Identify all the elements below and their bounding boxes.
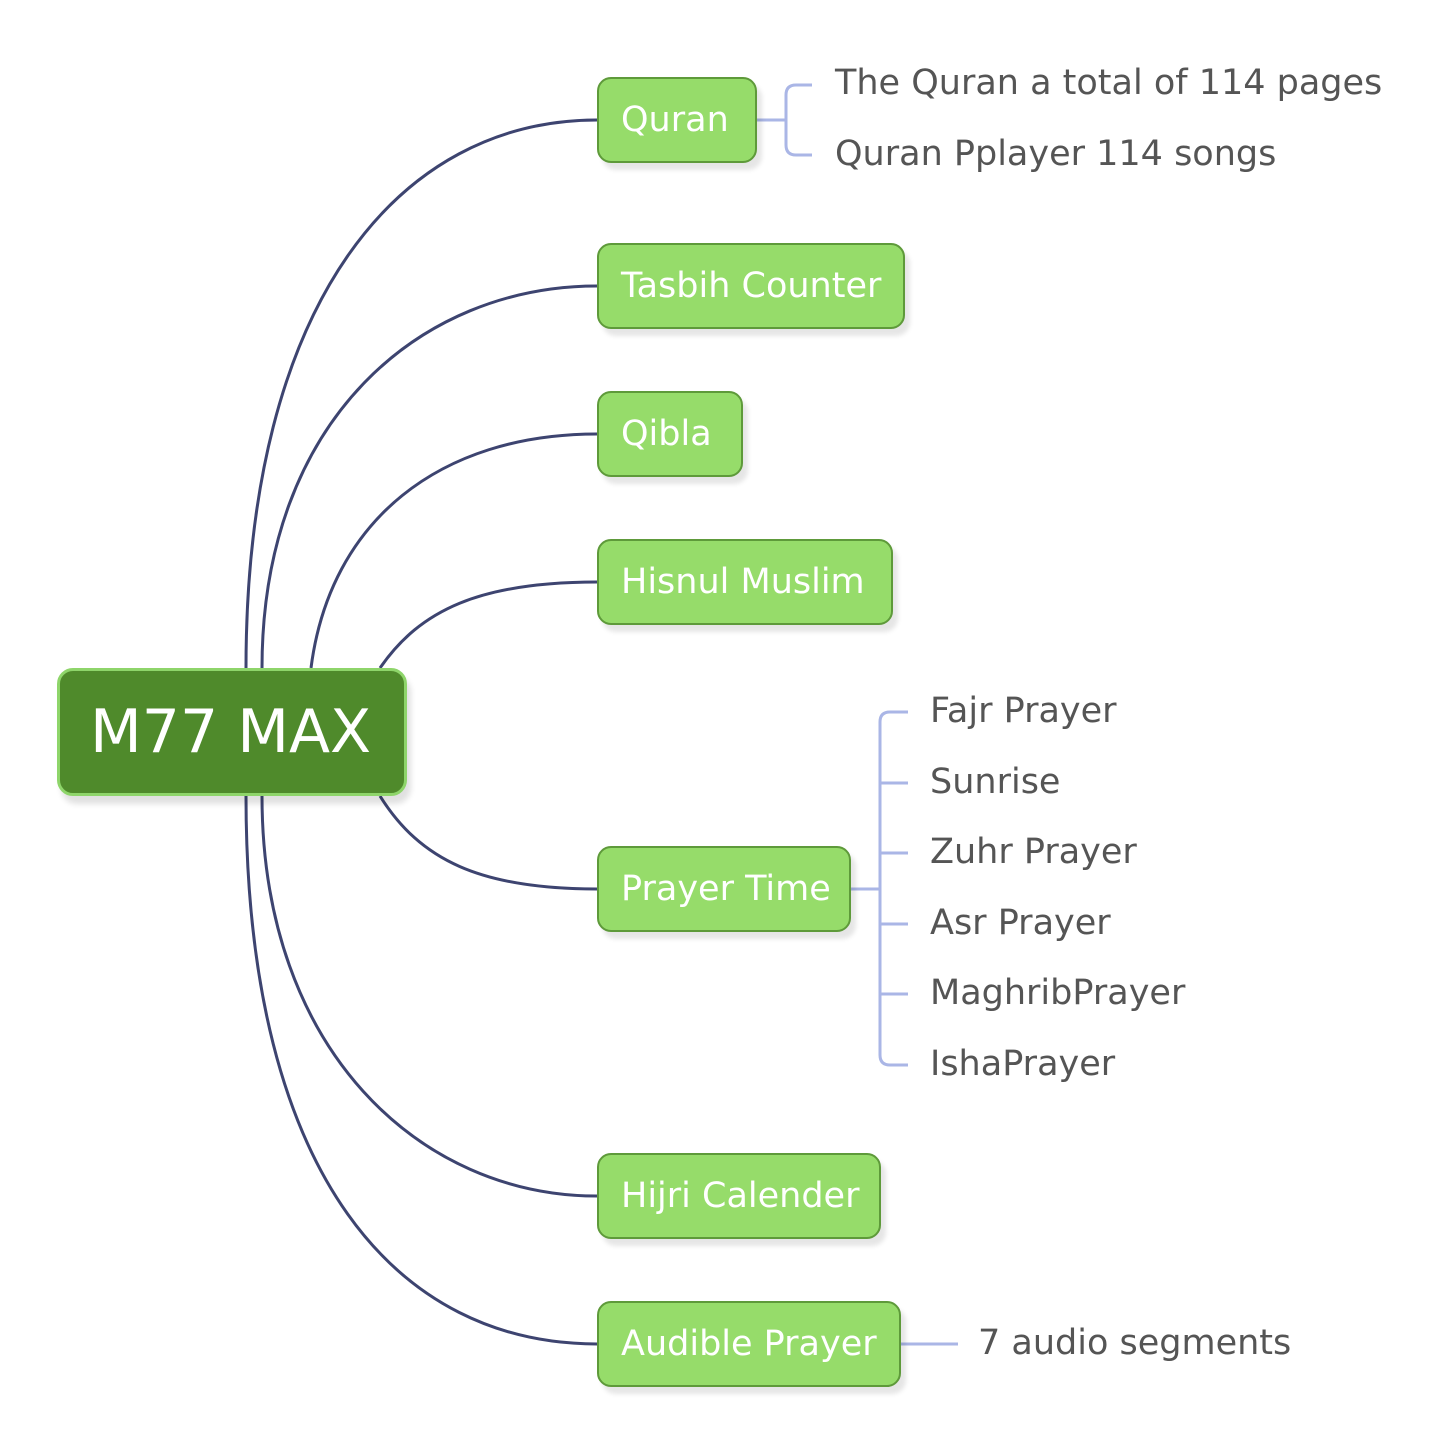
leaf-zuhr-prayer: Zuhr Prayer bbox=[930, 832, 1137, 872]
node-qibla[interactable]: Qibla bbox=[597, 391, 743, 477]
leaf-asr-prayer: Asr Prayer bbox=[930, 903, 1111, 943]
bracket-prayer-time bbox=[851, 710, 908, 1067]
node-hijri-calender[interactable]: Hijri Calender bbox=[597, 1153, 881, 1239]
node-tasbih-counter[interactable]: Tasbih Counter bbox=[597, 243, 905, 329]
root-node[interactable]: M77 MAX bbox=[57, 668, 407, 796]
link-qibla bbox=[309, 432, 598, 669]
leaf-sunrise: Sunrise bbox=[930, 762, 1061, 802]
leaf-isha-prayer: IshaPrayer bbox=[930, 1044, 1116, 1084]
node-audible-prayer[interactable]: Audible Prayer bbox=[597, 1301, 901, 1387]
link-hijri-calender bbox=[260, 795, 598, 1198]
leaf-audio-segments: 7 audio segments bbox=[978, 1323, 1292, 1363]
link-hisnul-muslim bbox=[378, 580, 598, 669]
link-prayer-time bbox=[378, 795, 598, 891]
leaf-maghrib-prayer: MaghribPrayer bbox=[930, 973, 1186, 1013]
node-quran[interactable]: Quran bbox=[597, 77, 757, 163]
leaf-quran-player: Quran Pplayer 114 songs bbox=[835, 134, 1277, 174]
bracket-quran bbox=[757, 83, 812, 157]
node-hisnul-muslim[interactable]: Hisnul Muslim bbox=[597, 539, 893, 625]
node-prayer-time[interactable]: Prayer Time bbox=[597, 846, 851, 932]
link-quran bbox=[244, 118, 598, 669]
leaf-fajr-prayer: Fajr Prayer bbox=[930, 691, 1117, 731]
link-tasbih-counter bbox=[260, 284, 598, 669]
link-audible-prayer bbox=[244, 795, 598, 1346]
leaf-quran-pages: The Quran a total of 114 pages bbox=[835, 63, 1383, 103]
